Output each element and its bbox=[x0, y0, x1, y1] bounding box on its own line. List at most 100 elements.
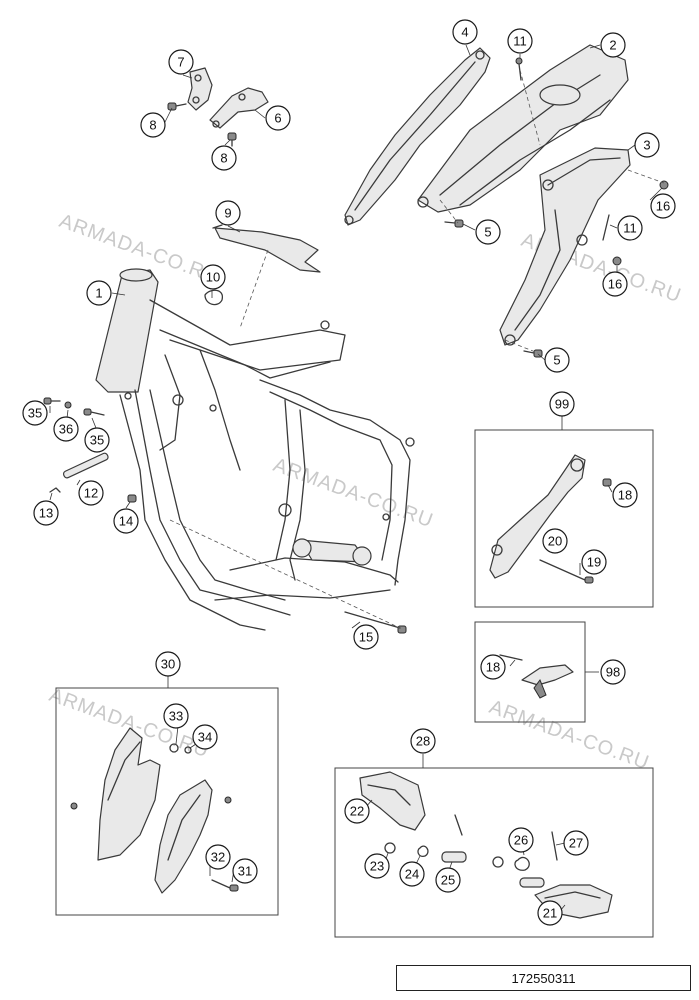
callout-22: 22 bbox=[344, 798, 370, 824]
callout-26: 26 bbox=[508, 827, 534, 853]
svg-text:32: 32 bbox=[211, 850, 225, 865]
side-rail-body bbox=[344, 47, 491, 226]
bracket-7 bbox=[187, 67, 213, 111]
drawing-number: 172550311 bbox=[511, 970, 576, 986]
svg-text:25: 25 bbox=[441, 873, 455, 888]
svg-text:20: 20 bbox=[548, 534, 562, 549]
frame-main-spar bbox=[259, 379, 411, 586]
svg-text:8: 8 bbox=[220, 151, 227, 166]
callout-20: 20 bbox=[542, 528, 568, 554]
frame-down-tube bbox=[119, 394, 266, 631]
callout-2: 2 bbox=[600, 32, 626, 58]
svg-text:19: 19 bbox=[587, 555, 601, 570]
svg-text:35: 35 bbox=[90, 433, 104, 448]
svg-text:99: 99 bbox=[555, 397, 569, 412]
svg-text:28: 28 bbox=[416, 734, 430, 749]
callout-5-upper: 5 bbox=[475, 219, 501, 245]
callout-11-upper: 11 bbox=[507, 28, 533, 54]
callout-27: 27 bbox=[563, 830, 589, 856]
svg-text:14: 14 bbox=[119, 514, 133, 529]
callout-5-lower: 5 bbox=[544, 347, 570, 373]
main-frame bbox=[95, 268, 415, 631]
group-box-28 bbox=[334, 767, 654, 938]
group-99-parts bbox=[489, 454, 586, 579]
group-30-parts bbox=[70, 727, 239, 894]
frame-left-rail-inner bbox=[149, 389, 286, 601]
callout-32: 32 bbox=[205, 844, 231, 870]
svg-text:22: 22 bbox=[350, 804, 364, 819]
callout-19: 19 bbox=[581, 549, 607, 575]
frame-top-tube-lower bbox=[159, 329, 331, 379]
svg-text:10: 10 bbox=[206, 270, 220, 285]
svg-text:16: 16 bbox=[608, 277, 622, 292]
callout-31: 31 bbox=[232, 858, 258, 884]
group-98-parts bbox=[521, 664, 574, 699]
callout-35-right: 35 bbox=[84, 427, 110, 453]
fasteners bbox=[43, 57, 669, 661]
svg-text:33: 33 bbox=[169, 709, 183, 724]
frame-cradle bbox=[229, 557, 399, 583]
svg-text:16: 16 bbox=[656, 199, 670, 214]
svg-text:27: 27 bbox=[569, 836, 583, 851]
svg-text:3: 3 bbox=[643, 138, 650, 153]
callout-7: 7 bbox=[168, 49, 194, 75]
frame-cradle-lower bbox=[214, 589, 391, 601]
svg-text:21: 21 bbox=[543, 906, 557, 921]
callout-18-group-98: 18 bbox=[480, 654, 506, 680]
svg-text:30: 30 bbox=[161, 657, 175, 672]
subframe bbox=[417, 44, 629, 213]
group-box-30 bbox=[55, 687, 279, 916]
svg-text:18: 18 bbox=[486, 660, 500, 675]
svg-text:6: 6 bbox=[274, 111, 281, 126]
svg-text:18: 18 bbox=[618, 488, 632, 503]
svg-text:8: 8 bbox=[149, 118, 156, 133]
watermark-middle: ARMADA-CO.RU bbox=[270, 454, 436, 532]
callout-24: 24 bbox=[399, 861, 425, 887]
callout-8-center: 8 bbox=[211, 145, 237, 171]
svg-text:5: 5 bbox=[553, 353, 560, 368]
svg-text:35: 35 bbox=[28, 406, 42, 421]
svg-text:34: 34 bbox=[198, 730, 212, 745]
svg-text:26: 26 bbox=[514, 833, 528, 848]
bracket-6 bbox=[209, 87, 269, 129]
svg-text:31: 31 bbox=[238, 864, 252, 879]
svg-text:11: 11 bbox=[513, 34, 527, 49]
svg-text:13: 13 bbox=[39, 506, 53, 521]
frame-steering-head bbox=[95, 269, 159, 393]
callout-16-upper: 16 bbox=[650, 193, 676, 219]
callout-25: 25 bbox=[435, 867, 461, 893]
callout-30: 30 bbox=[155, 651, 181, 677]
shift-lever-bracket bbox=[489, 454, 586, 579]
callout-34: 34 bbox=[192, 724, 218, 750]
callout-23: 23 bbox=[364, 853, 390, 879]
svg-text:2: 2 bbox=[609, 38, 616, 53]
bracket-9 bbox=[204, 224, 321, 329]
svg-text:5: 5 bbox=[484, 225, 491, 240]
callout-13: 13 bbox=[33, 500, 59, 526]
svg-text:15: 15 bbox=[359, 630, 373, 645]
callout-3: 3 bbox=[634, 132, 660, 158]
callout-4: 4 bbox=[452, 19, 478, 45]
callout-9: 9 bbox=[215, 200, 241, 226]
frame-main-spar-inner bbox=[269, 391, 393, 561]
callout-36: 36 bbox=[53, 416, 79, 442]
watermark-bottom-right: ARMADA-CO.RU bbox=[486, 696, 652, 774]
frame-gusset bbox=[159, 354, 181, 451]
side-rail bbox=[344, 47, 491, 226]
top-brackets bbox=[187, 67, 269, 129]
svg-text:23: 23 bbox=[370, 859, 384, 874]
callout-10: 10 bbox=[200, 264, 226, 290]
group-box-99 bbox=[474, 429, 654, 608]
callout-12: 12 bbox=[78, 480, 104, 506]
frame-top-tube bbox=[149, 299, 346, 371]
frame-rear-loop bbox=[289, 409, 306, 581]
svg-text:98: 98 bbox=[606, 665, 620, 680]
frame-left-rail bbox=[134, 389, 291, 616]
callout-16-lower: 16 bbox=[602, 271, 628, 297]
callout-99: 99 bbox=[549, 391, 575, 417]
svg-text:36: 36 bbox=[59, 422, 73, 437]
callout-15: 15 bbox=[353, 624, 379, 650]
svg-text:7: 7 bbox=[177, 55, 184, 70]
group-28-parts bbox=[359, 771, 613, 919]
svg-text:24: 24 bbox=[405, 867, 419, 882]
